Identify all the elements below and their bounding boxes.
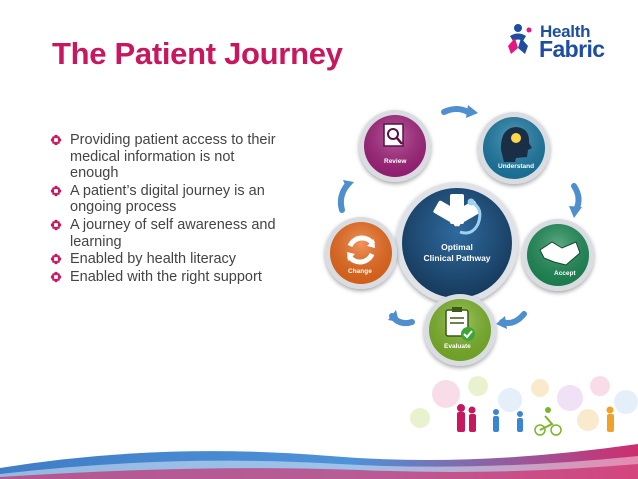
step-change: Change — [325, 217, 397, 289]
step-review: Review — [359, 110, 431, 182]
document-search-icon — [383, 123, 404, 147]
flower-bullet-icon — [50, 219, 62, 231]
bullet-text: Enabled by health literacy — [70, 251, 237, 268]
step-label-review: Review — [384, 158, 407, 165]
step-evaluate: Evaluate — [424, 294, 496, 366]
bullet-item: A journey of self awareness and learning — [50, 217, 280, 250]
bullet-list: Providing patient access to their medica… — [50, 132, 280, 286]
people-silhouettes — [457, 404, 614, 436]
bullet-item: Providing patient access to their medica… — [50, 132, 280, 182]
step-accept: Accept — [522, 219, 594, 291]
flower-bullet-icon — [50, 253, 62, 265]
clipboard-check-icon — [445, 307, 475, 341]
medical-star-icon — [433, 194, 481, 227]
flower-bullet-icon — [50, 185, 62, 196]
cycle-arrows-icon — [346, 235, 376, 265]
decorative-footer-band — [0, 376, 638, 479]
bullet-text: Enabled with the right support — [70, 268, 262, 285]
bullet-text: A journey of self awareness and learning — [70, 216, 276, 250]
handshake-icon — [539, 241, 581, 266]
logo-mark-icon — [508, 24, 532, 54]
logo-health-text: Health — [540, 22, 591, 41]
center-label-line2: Clinical Pathway — [423, 253, 490, 263]
flower-bullet-icon — [50, 134, 62, 146]
logo-fabric-text: Fabric — [539, 36, 605, 62]
step-understand: Understand — [478, 112, 550, 184]
bullet-text: Providing patient access to their medica… — [70, 132, 276, 182]
cycle-arrow-understand-accept — [571, 183, 582, 213]
cycle-arrow-review-understand — [441, 106, 471, 115]
step-label-understand: Understand — [498, 163, 534, 170]
health-fabric-logo: Health Fabric — [504, 17, 622, 65]
slide-title: The Patient Journey — [52, 36, 343, 71]
flower-bullet-icon — [50, 271, 62, 282]
step-label-evaluate: Evaluate — [444, 343, 471, 350]
bullet-item: A patient’s digital journey is an ongoin… — [50, 183, 280, 216]
center-node: Optimal Clinical Pathway — [396, 182, 518, 304]
stethoscope-icon — [459, 200, 482, 235]
step-label-accept: Accept — [554, 270, 577, 277]
bullet-item: Enabled with the right support — [50, 269, 280, 286]
bullet-item: Enabled by health literacy — [50, 251, 280, 268]
head-idea-icon — [500, 127, 532, 162]
patient-journey-cycle-diagram: Optimal Clinical Pathway Review Und — [325, 105, 594, 366]
center-label-line1: Optimal — [441, 242, 473, 252]
step-label-change: Change — [348, 268, 372, 275]
bullet-text: A patient’s digital journey is an ongoin… — [70, 182, 265, 216]
